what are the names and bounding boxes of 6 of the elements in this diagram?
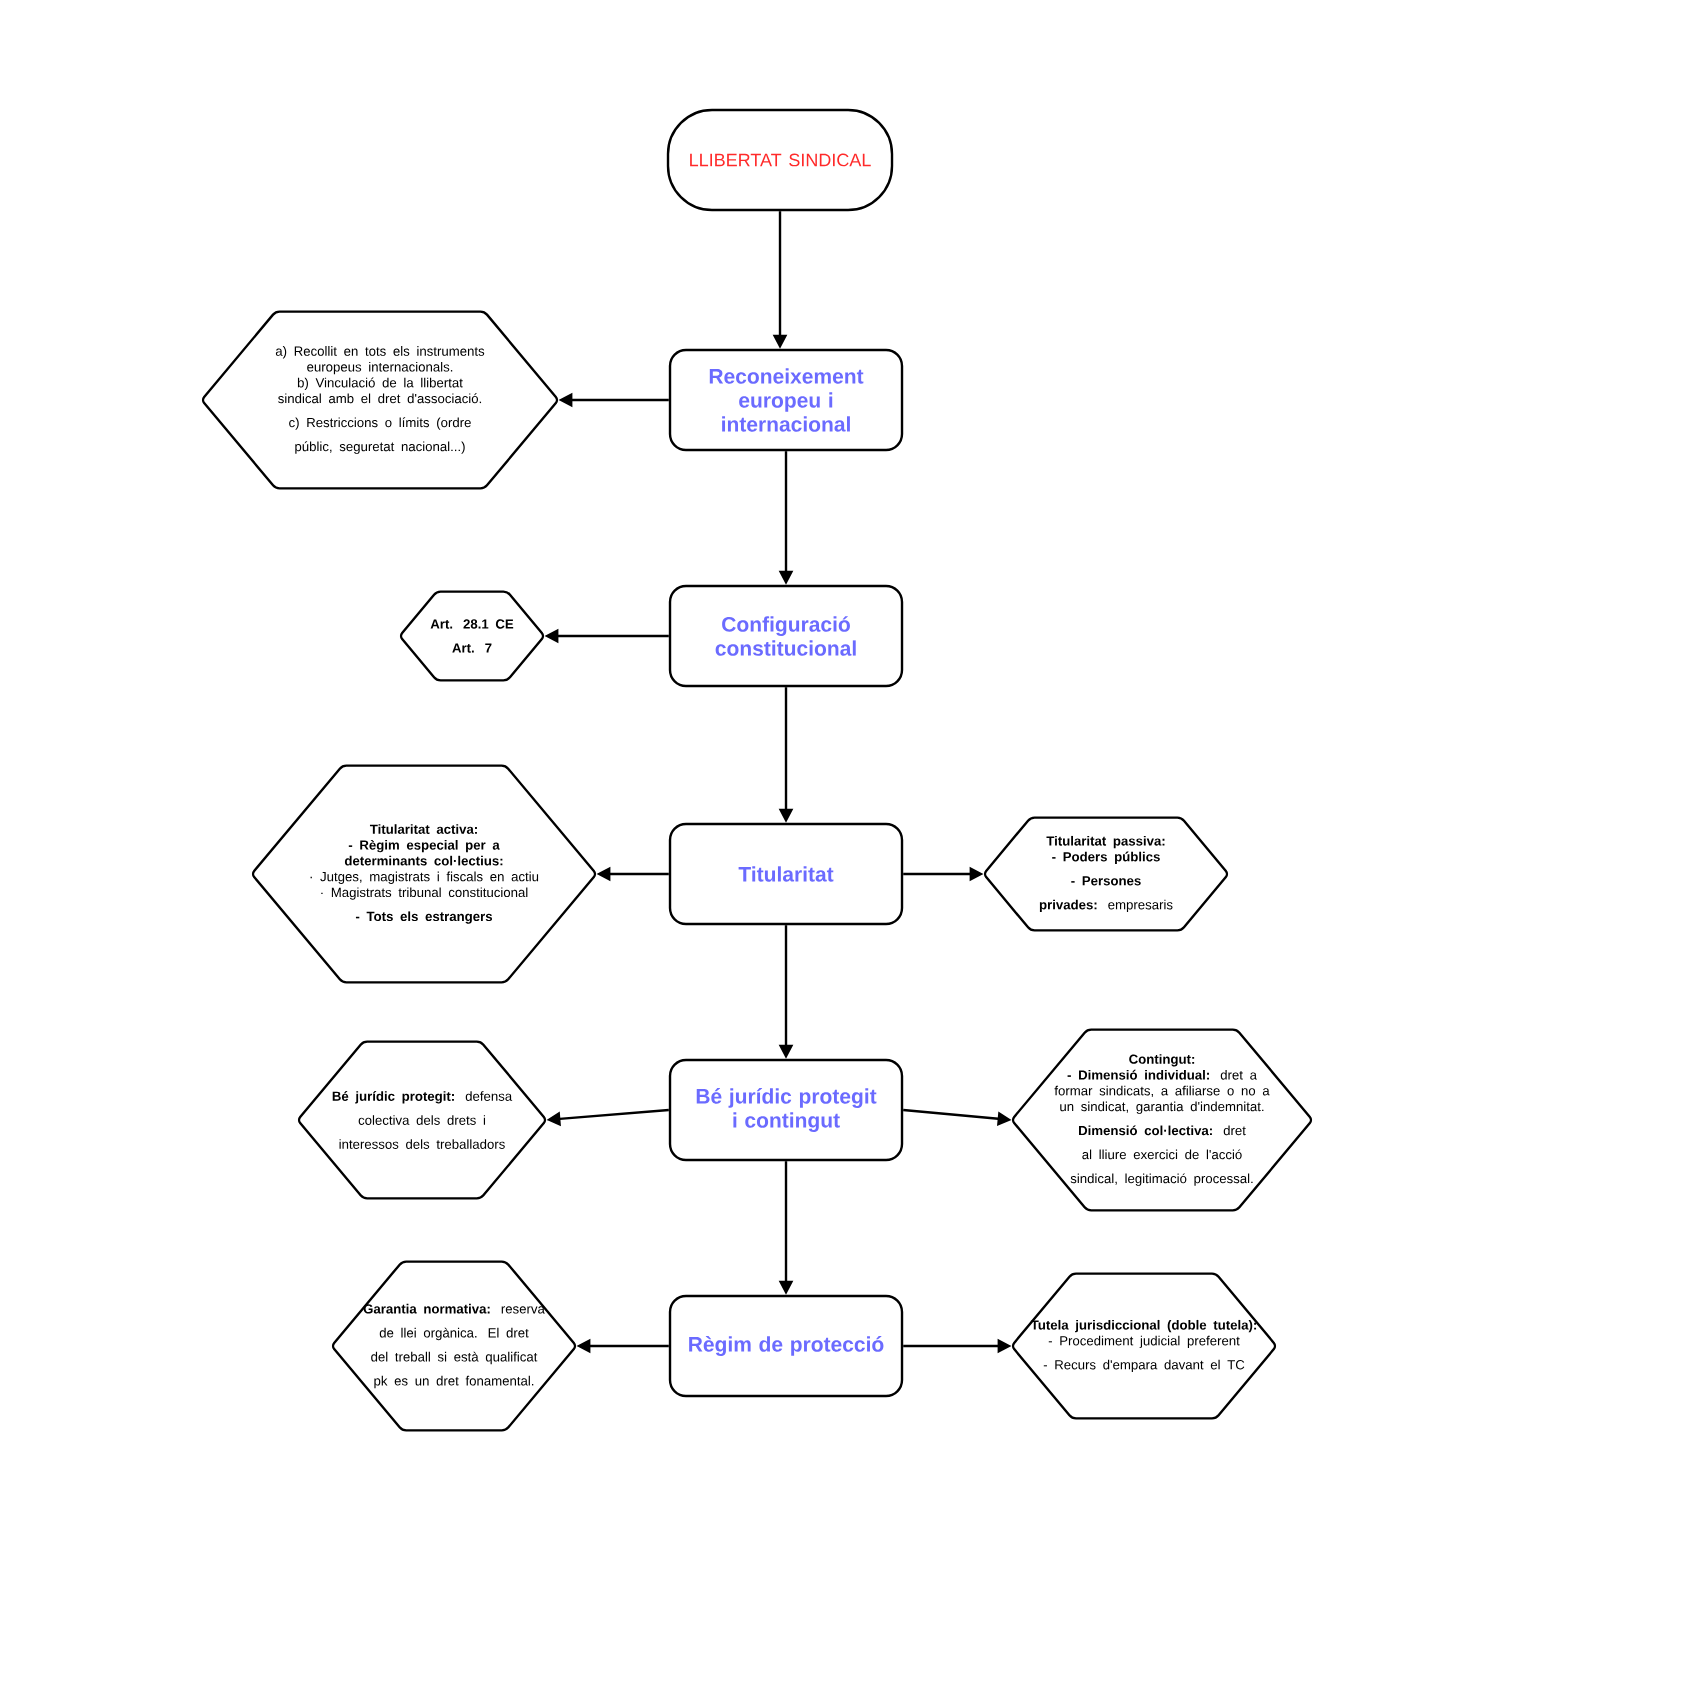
process-box: Configuració constitucional: [668, 584, 904, 688]
start-terminal: LLIBERTAT SINDICAL: [666, 108, 894, 212]
process-box: Règim de protecció: [668, 1294, 904, 1398]
process-box: Titularitat: [668, 822, 904, 926]
process-box: Reconeixement europeu i internacional: [668, 348, 904, 452]
process-box: Bé jurídic protegit i contingut: [668, 1058, 904, 1162]
